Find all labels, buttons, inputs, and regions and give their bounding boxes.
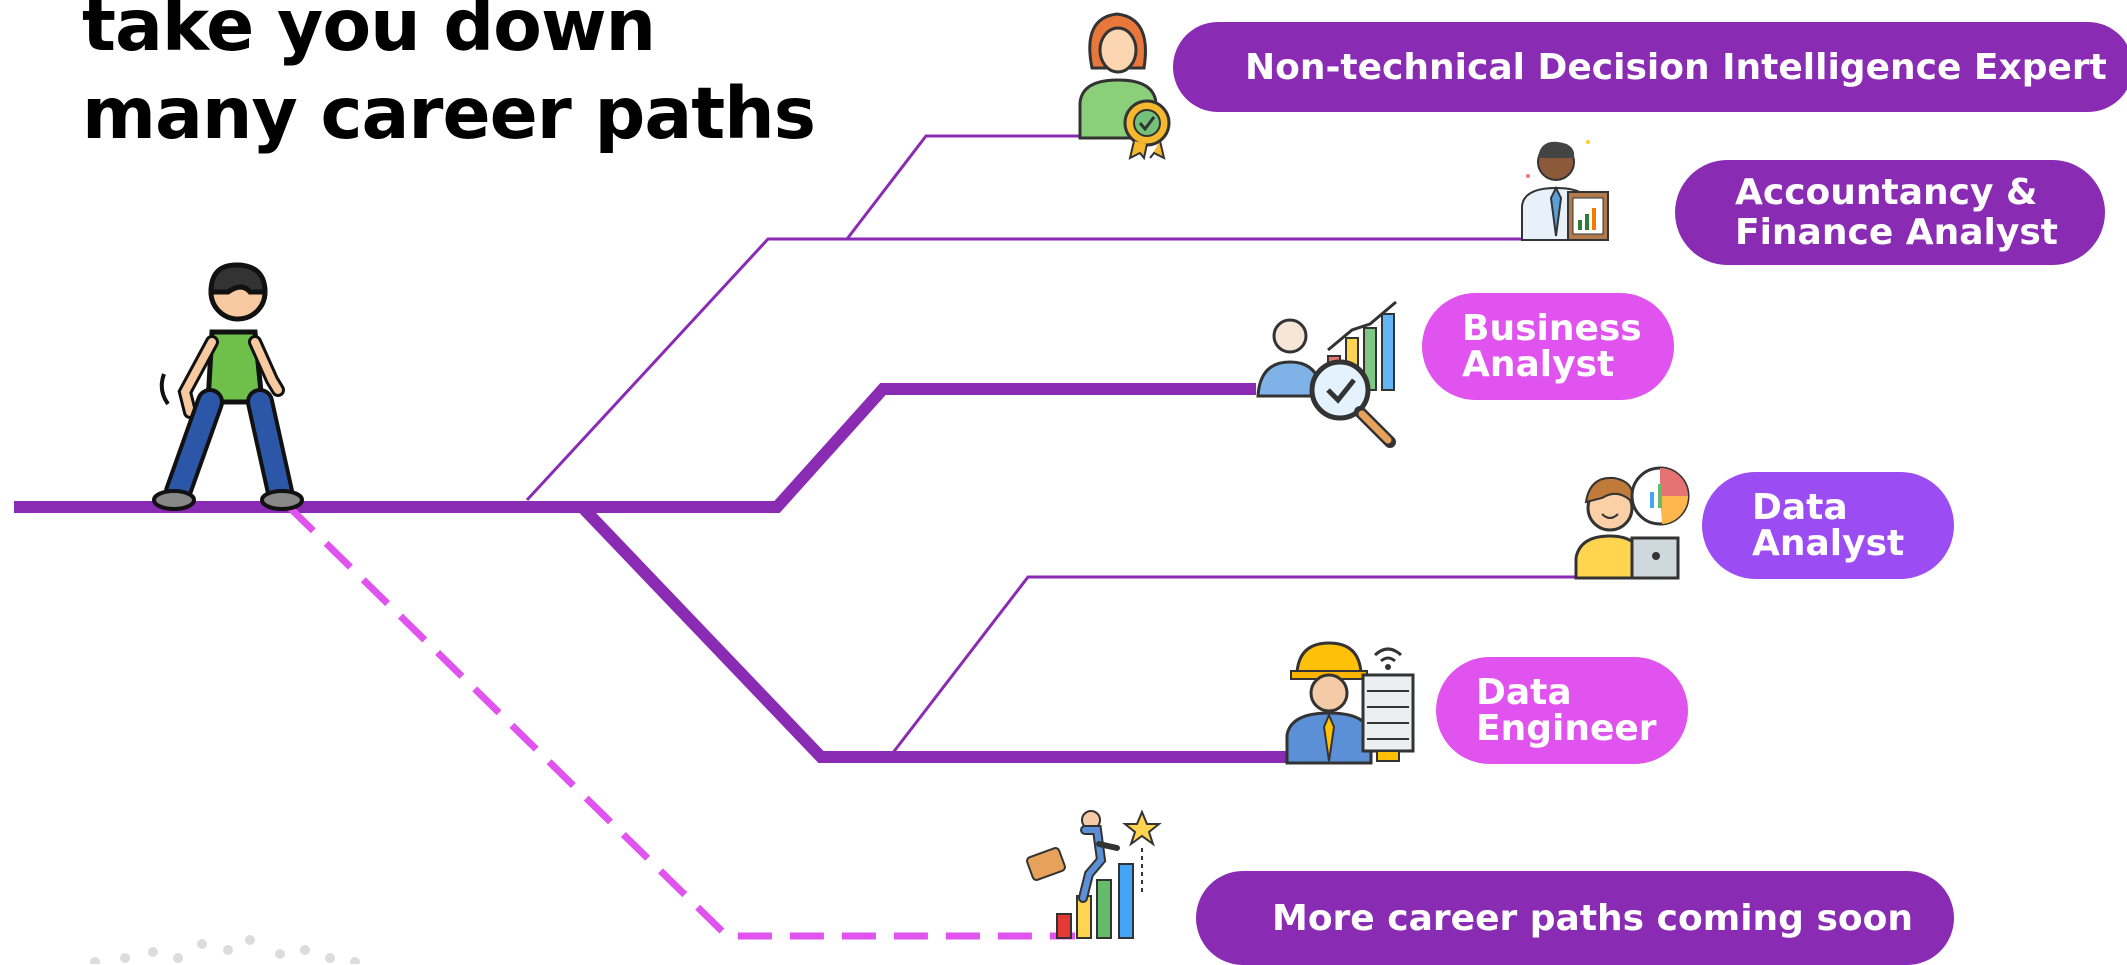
branch-decision bbox=[845, 134, 1085, 240]
certified-woman-icon bbox=[1078, 12, 1171, 160]
path-label: More career paths coming soon bbox=[1272, 897, 1914, 939]
path-pill-accountancy: Accountancy & Finance Analyst bbox=[1675, 160, 2105, 265]
data-analyst-icon bbox=[1574, 466, 1690, 580]
walking-person-icon bbox=[152, 262, 304, 511]
path-label-line2: Finance Analyst bbox=[1735, 211, 2058, 253]
path-label-line2: Engineer bbox=[1476, 707, 1657, 749]
page-title: take you down many career paths bbox=[82, 0, 816, 158]
decorative-dots bbox=[90, 935, 360, 964]
path-pill-more-coming-soon: More career paths coming soon bbox=[1196, 871, 1954, 965]
path-pill-business-analyst: Business Analyst bbox=[1422, 293, 1674, 400]
path-label-line1: Data bbox=[1752, 486, 1848, 528]
path-label: Non-technical Decision Intelligence Expe… bbox=[1245, 46, 2107, 88]
title-line-2: many career paths bbox=[82, 72, 816, 155]
career-growth-icon bbox=[1026, 809, 1162, 939]
finance-man-icon bbox=[1521, 140, 1609, 241]
main-trunk-line bbox=[14, 383, 1256, 513]
path-label-line2: Analyst bbox=[1752, 522, 1905, 564]
path-pill-data-analyst: Data Analyst bbox=[1702, 472, 1954, 579]
path-label-line1: Accountancy & bbox=[1735, 171, 2038, 213]
path-pill-data-engineer: Data Engineer bbox=[1436, 657, 1688, 764]
path-label-line1: Business bbox=[1462, 307, 1642, 349]
branch-accountancy bbox=[525, 237, 1525, 502]
engineer-icon bbox=[1285, 641, 1415, 765]
branch-data-analyst bbox=[890, 575, 1582, 755]
path-label-line2: Analyst bbox=[1462, 343, 1615, 385]
dashed-future-path bbox=[286, 504, 1075, 940]
business-analysis-icon bbox=[1256, 300, 1397, 448]
title-line-1: take you down bbox=[82, 0, 656, 67]
lower-trunk-line bbox=[577, 502, 1291, 763]
path-pill-decision-intelligence: Non-technical Decision Intelligence Expe… bbox=[1173, 22, 2127, 112]
path-label-line1: Data bbox=[1476, 671, 1572, 713]
